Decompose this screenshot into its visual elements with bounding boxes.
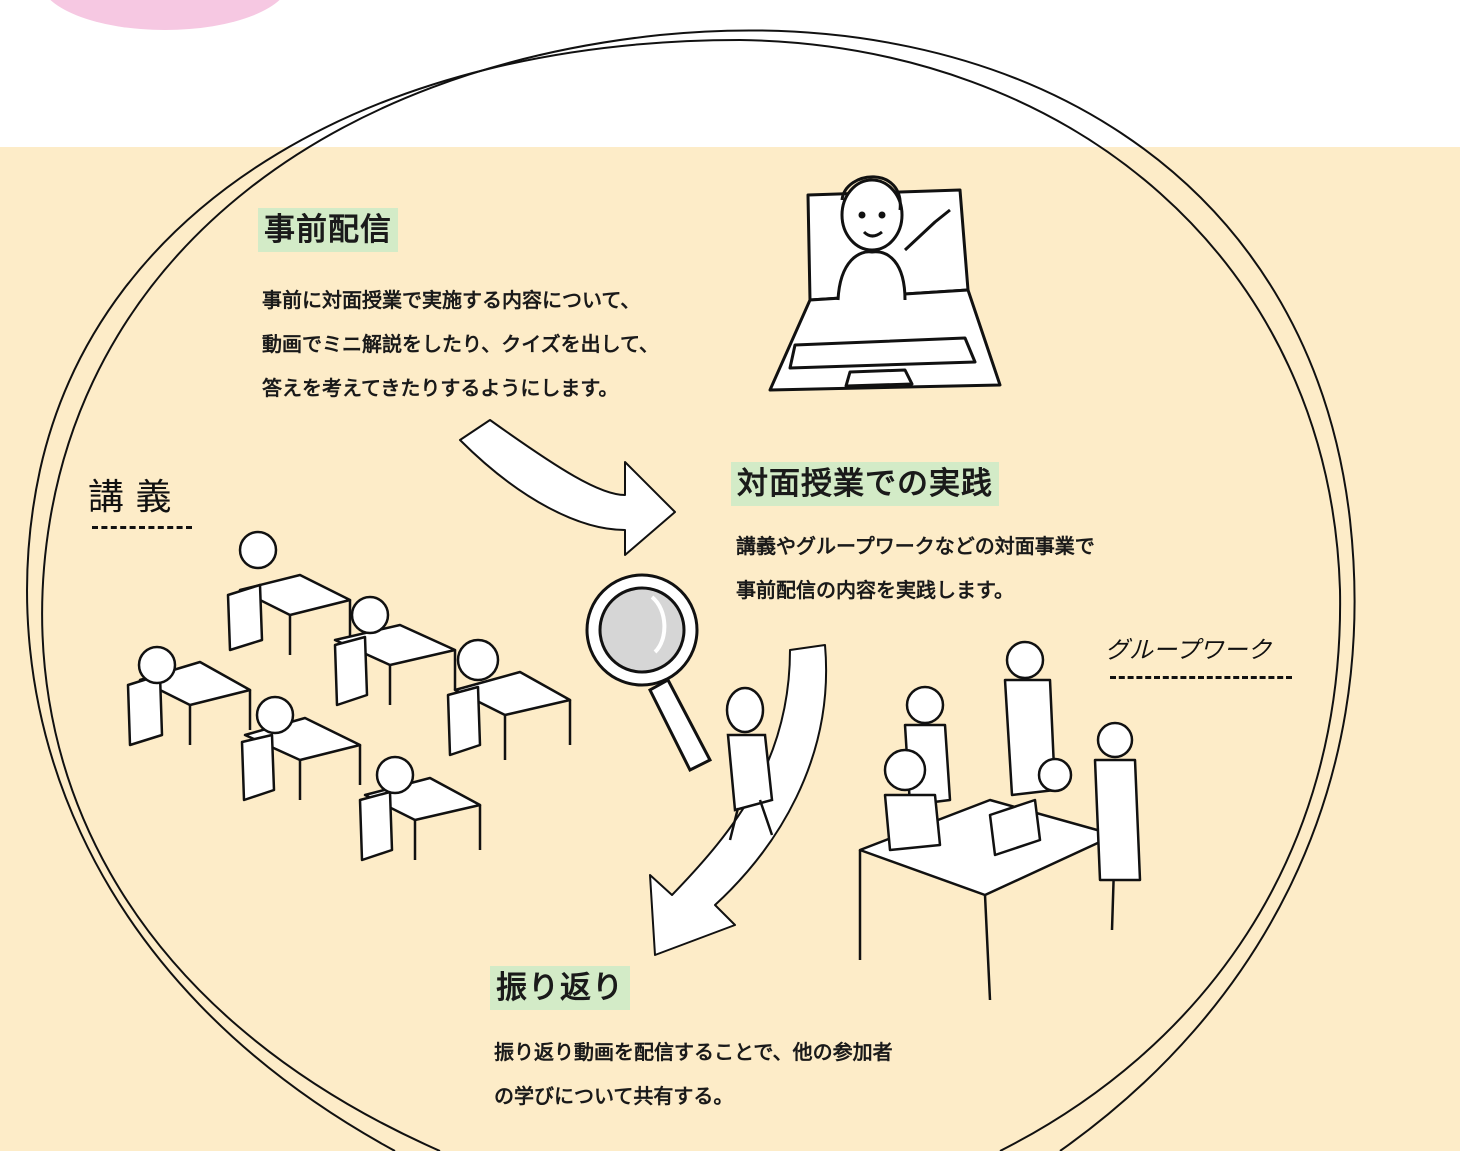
group-work-underline (1110, 676, 1292, 679)
section-body-practice: 講義やグループワークなどの対面事業で 事前配信の内容を実践します。 (736, 524, 1095, 612)
section-body-reflection: 振り返り動画を配信することで、他の参加者 の学びについて共有する。 (494, 1030, 893, 1118)
content-band (0, 147, 1460, 1151)
laptop-icon (768, 175, 1002, 392)
flow-arrow-icon (459, 419, 676, 556)
outline-circle (41, 29, 1356, 1151)
body-line: 答えを考えてきたりするようにします。 (262, 376, 619, 400)
magnifier-icon (585, 573, 713, 773)
section-title-pre-delivery: 事前配信 (258, 208, 398, 252)
group-work-illustration (858, 640, 1142, 1001)
lecture-label: 講 義 (88, 477, 172, 518)
section-title-reflection: 振り返り (490, 966, 630, 1010)
classroom-illustration (126, 530, 572, 862)
flow-arrow-icon (649, 644, 828, 956)
body-line: 事前配信の内容を実践します。 (736, 578, 1014, 602)
lecture-underline (92, 526, 192, 529)
body-line: の学びについて共有する。 (494, 1084, 734, 1108)
body-line: 動画でミニ解説をしたり、クイズを出して、 (262, 332, 659, 356)
section-body-pre-delivery: 事前に対面授業で実施する内容について、 動画でミニ解説をしたり、クイズを出して、… (262, 278, 659, 410)
group-work-label: グループワーク (1105, 636, 1272, 664)
body-line: 振り返り動画を配信することで、他の参加者 (494, 1040, 893, 1064)
outline-circle (26, 38, 1342, 1151)
section-title-practice: 対面授業での実践 (731, 462, 999, 506)
student-icon (725, 686, 774, 841)
body-line: 事前に対面授業で実施する内容について、 (262, 288, 641, 312)
body-line: 講義やグループワークなどの対面事業で (736, 534, 1095, 558)
